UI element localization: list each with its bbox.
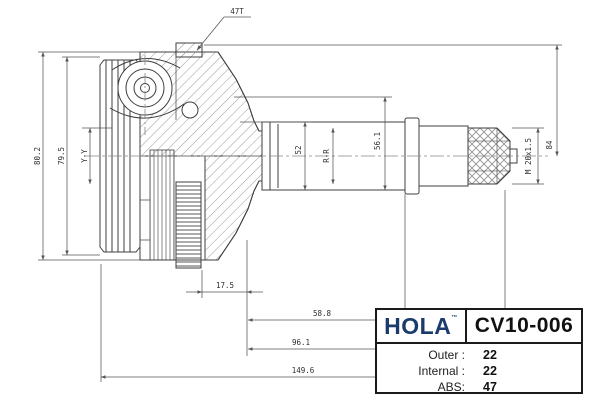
- dim-ring-dia: 84: [545, 140, 554, 150]
- spec-table: Outer : 22 Internal : 22 ABS: 47: [377, 344, 581, 395]
- spec-label-internal: Internal :: [418, 364, 465, 378]
- brand-logo: HOLA™: [384, 312, 458, 339]
- spec-label-outer: Outer :: [428, 348, 465, 362]
- dim-mid-dia: 52: [294, 145, 303, 154]
- joint-body-section-hatch-lower: [204, 155, 263, 261]
- thread-spec-label: M 20x1.5: [524, 138, 533, 174]
- brand-cell: HOLA™: [377, 310, 467, 342]
- abs-ring-teeth: [175, 181, 202, 269]
- dim-spline-width: 17.5: [216, 281, 234, 290]
- dim-total-length: 149.6: [292, 366, 315, 375]
- spec-value-outer: 22: [483, 348, 497, 362]
- part-number: CV10-006: [474, 314, 574, 337]
- hub-spline-strip: [149, 149, 175, 261]
- abs-ring-section: [175, 42, 203, 58]
- trademark-mark: ™: [451, 314, 458, 321]
- dim-inner-dia: 79.5: [57, 147, 66, 165]
- teeth-count-callout: [196, 16, 251, 51]
- section-left-label: Y-Y: [80, 149, 89, 163]
- spec-row-abs: ABS: 47: [377, 379, 581, 395]
- dimension-labels: 47T 80.2 79.5 Y-Y 52 R-R 56.1 M 20x1.5 8…: [33, 7, 554, 375]
- section-mid-label: R-R: [322, 149, 331, 163]
- teeth-count-label: 47T: [230, 7, 244, 16]
- spec-value-abs: 47: [483, 380, 497, 394]
- dim-length-2: 96.1: [292, 338, 310, 347]
- spec-row-internal: Internal : 22: [377, 363, 581, 379]
- spec-value-internal: 22: [483, 364, 497, 378]
- spec-label-abs: ABS:: [437, 380, 465, 394]
- spec-row-outer: Outer : 22: [377, 347, 581, 363]
- cv-joint-part: [85, 42, 548, 269]
- dim-shoulder-dia: 56.1: [373, 132, 382, 150]
- dim-length-1: 58.8: [313, 309, 332, 318]
- dim-outer-dia: 80.2: [33, 147, 42, 165]
- part-label-block: HOLA™ CV10-006 Outer : 22 Internal : 22 …: [375, 308, 583, 394]
